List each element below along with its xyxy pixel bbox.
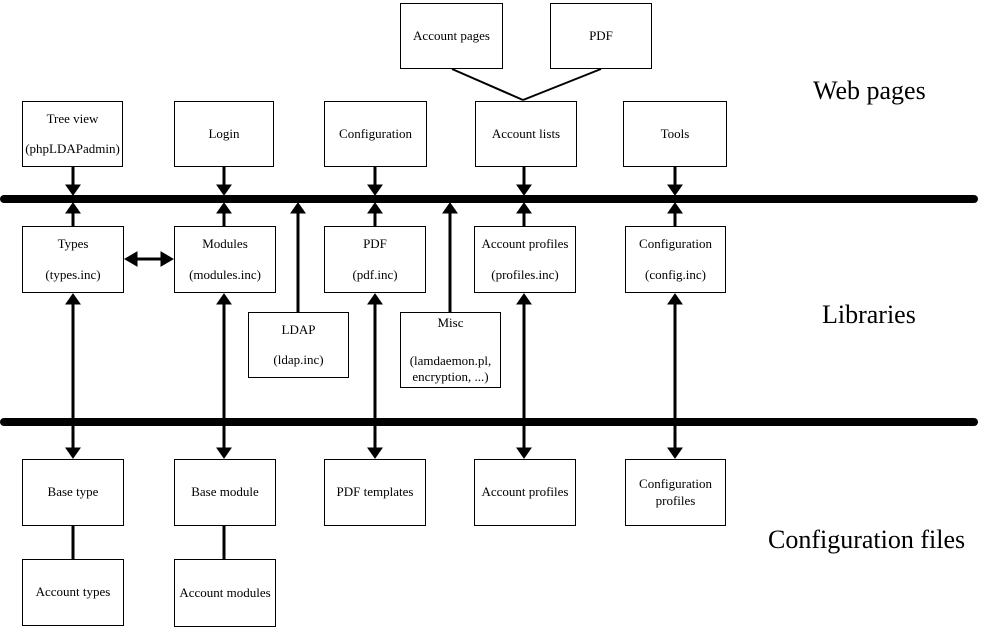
node-label: Login (208, 125, 240, 141)
node-misc: Misc (lamdaemon.pl, encryption, ...) (400, 312, 501, 388)
edge-misc-to-bus (442, 202, 458, 312)
node-sublabel: (profiles.inc) (491, 266, 559, 282)
node-label: PDF templates (336, 484, 414, 500)
node-label: Account types (35, 584, 111, 600)
node-label: LDAP (281, 322, 316, 337)
node-label: Modules (202, 236, 248, 251)
node-label: Configuration (639, 476, 712, 492)
node-label: Tools (660, 125, 690, 141)
node-sublabel: (modules.inc) (189, 266, 261, 282)
node-sublabel: (config.inc) (644, 266, 706, 282)
node-label: Account profiles (481, 484, 569, 500)
node-label: Configuration (339, 125, 412, 141)
node-modules: Modules (modules.inc) (174, 226, 276, 293)
edge-ldap-to-bus (290, 202, 306, 312)
edge-account-pages-to-account-lists (451, 68, 524, 101)
node-base-type: Base type (22, 459, 124, 526)
section-label-web-pages: Web pages (813, 76, 926, 105)
node-label: Account modules (179, 584, 271, 600)
node-label: Base module (191, 484, 259, 500)
node-account-profiles-library: Account profiles (profiles.inc) (474, 226, 576, 293)
node-label: Base type (47, 484, 99, 500)
node-label: Account lists (491, 125, 561, 141)
edge-webpages-to-bus (65, 167, 683, 196)
node-pdf-library: PDF (pdf.inc) (324, 226, 426, 293)
node-account-profiles-files: Account profiles (474, 459, 576, 526)
node-pdf-templates: PDF templates (324, 459, 426, 526)
node-base-module: Base module (174, 459, 276, 526)
edge-libraries-to-bus (65, 202, 683, 226)
edge-pdf-to-account-lists (522, 68, 602, 101)
node-sublabel: (phpLDAPadmin) (25, 140, 120, 156)
section-label-configuration-files: Configuration files (768, 525, 966, 554)
node-account-modules: Account modules (174, 559, 276, 627)
node-types: Types (types.inc) (22, 226, 124, 293)
node-login: Login (174, 101, 274, 167)
node-label: Types (57, 236, 89, 251)
section-label-libraries: Libraries (822, 300, 916, 329)
node-label: Account pages (413, 27, 490, 43)
node-label: PDF (363, 236, 387, 251)
node-configuration-page: Configuration (324, 101, 427, 167)
node-ldap: LDAP (ldap.inc) (248, 312, 349, 378)
node-label: PDF (589, 27, 613, 43)
node-account-types: Account types (22, 559, 124, 626)
node-label: Tree view (46, 111, 99, 126)
node-sublabel: profiles (655, 492, 696, 508)
node-sublabel: (lamdaemon.pl, encryption, ...) (409, 352, 492, 384)
node-label: Misc (437, 315, 464, 330)
node-sublabel: (types.inc) (45, 266, 101, 282)
node-configuration-profiles: Configuration profiles (625, 459, 726, 526)
node-account-lists: Account lists (475, 101, 577, 167)
node-label: Configuration (639, 236, 712, 251)
node-configuration-library: Configuration (config.inc) (625, 226, 726, 293)
node-sublabel: (ldap.inc) (273, 351, 324, 367)
node-account-pages: Account pages (400, 3, 503, 69)
node-tree-view: Tree view (phpLDAPadmin) (22, 101, 123, 167)
node-label: Account profiles (481, 236, 569, 251)
node-sublabel: (pdf.inc) (352, 266, 398, 282)
edge-libraries-to-configfiles (65, 293, 683, 459)
edge-types-modules (124, 251, 174, 267)
node-tools: Tools (623, 101, 727, 167)
node-pdf-page: PDF (550, 3, 652, 69)
